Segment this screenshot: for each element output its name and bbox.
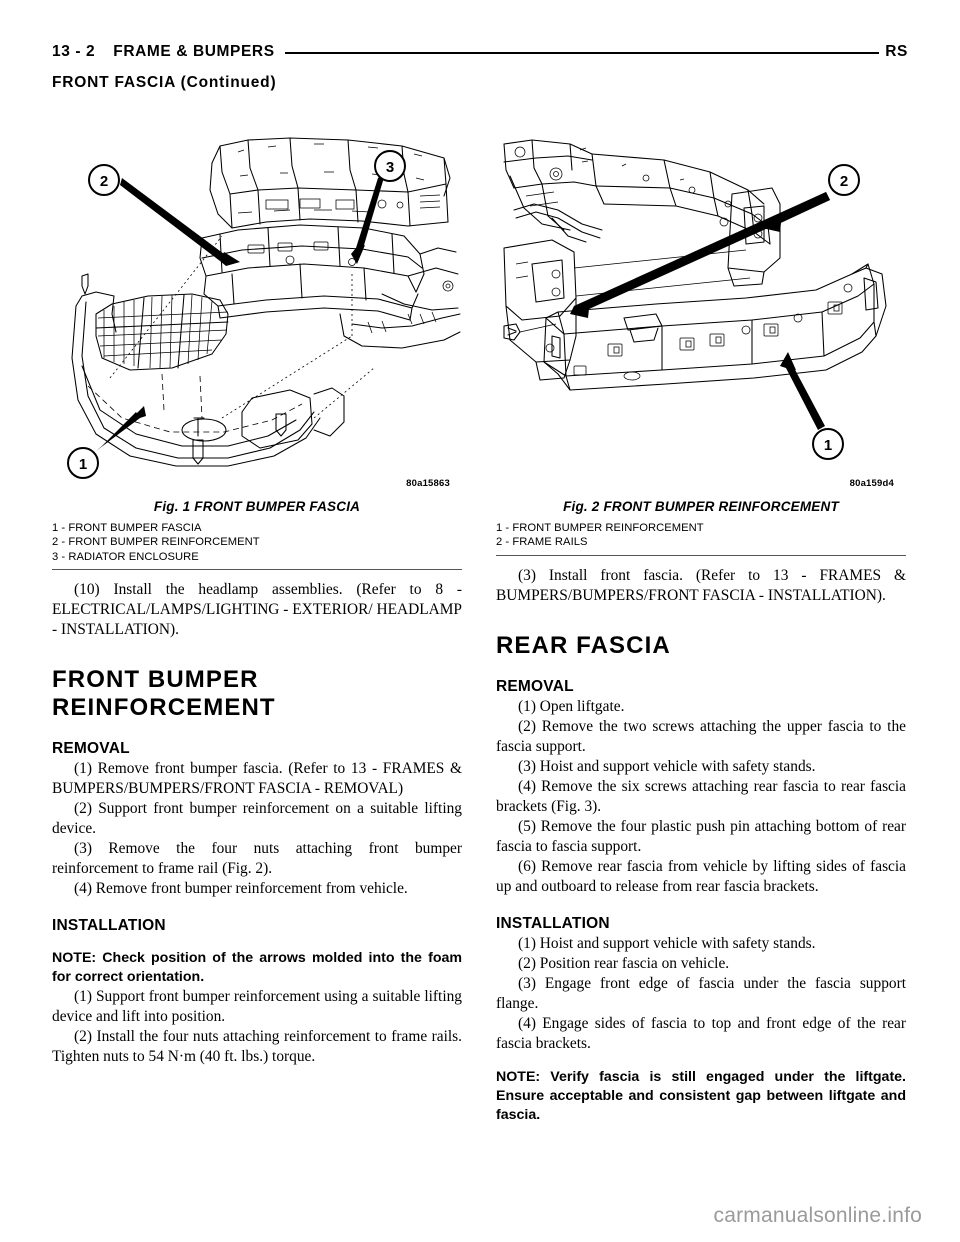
figure-1-legend: 1 - FRONT BUMPER FASCIA 2 - FRONT BUMPER… xyxy=(52,521,462,564)
figure-2-callout-1: 1 xyxy=(824,437,832,454)
figure-2: 2 1 80a159d4 Fig. 2 FRONT BUMPER REINFOR… xyxy=(496,118,906,556)
right-installation-step: (1) Hoist and support vehicle with safet… xyxy=(518,934,816,952)
right-continued-step: (3) Install front fascia. (Refer to 13 -… xyxy=(496,566,906,604)
legend-item: 2 - FRAME RAILS xyxy=(496,536,588,549)
right-column: 2 1 80a159d4 Fig. 2 FRONT BUMPER REINFOR… xyxy=(496,118,906,1124)
front-bumper-reinforcement-heading: FRONT BUMPER REINFORCEMENT xyxy=(52,666,276,721)
figure-1-legend-rule xyxy=(52,568,462,570)
left-removal-step: (1) Remove front bumper fascia. (Refer t… xyxy=(52,759,462,797)
header-rule xyxy=(284,52,880,54)
left-continued-step: (10) Install the headlamp assemblies. (R… xyxy=(52,580,462,639)
left-installation-step: (1) Support front bumper reinforcement u… xyxy=(52,987,462,1025)
right-installation-step: (4) Engage sides of fascia to top and fr… xyxy=(496,1014,906,1052)
page-header: 13 - 2 FRAME & BUMPERS RS xyxy=(52,40,908,64)
figure-1: 3 2 1 80a15863 Fig. 1 FRONT BUMPER FASCI… xyxy=(52,118,462,570)
left-installation-heading: INSTALLATION xyxy=(52,916,166,934)
page-folio: 13 - 2 xyxy=(52,43,96,60)
figure-2-legend-rule xyxy=(496,554,906,556)
figure-2-art-id: 80a159d4 xyxy=(849,478,894,489)
site-watermark: carmanualsonline.info xyxy=(713,1204,922,1227)
legend-item: 1 - FRONT BUMPER REINFORCEMENT xyxy=(496,522,704,534)
continued-subject: FRONT FASCIA (Continued) xyxy=(52,74,277,91)
manual-code: RS xyxy=(885,43,908,60)
right-removal-heading: REMOVAL xyxy=(496,677,574,695)
figure-1-callout-3: 3 xyxy=(386,159,394,176)
figure-1-callout-1: 1 xyxy=(79,456,87,473)
left-installation-step: (2) Install the four nuts attaching rein… xyxy=(52,1027,462,1065)
left-column: 3 2 1 80a15863 Fig. 1 FRONT BUMPER FASCI… xyxy=(52,118,462,1067)
figure-2-artwork: 2 1 80a159d4 xyxy=(496,118,906,493)
figure-1-callout-2: 2 xyxy=(100,173,108,190)
legend-item: 2 - FRONT BUMPER REINFORCEMENT xyxy=(52,536,260,549)
right-installation-step: (3) Engage front edge of fascia under th… xyxy=(496,974,906,1012)
legend-item: 1 - FRONT BUMPER FASCIA xyxy=(52,522,202,534)
legend-item: 3 - RADIATOR ENCLOSURE xyxy=(52,550,199,563)
left-removal-step: (4) Remove front bumper reinforcement fr… xyxy=(74,879,408,897)
left-removal-step: (3) Remove the four nuts attaching front… xyxy=(52,839,462,877)
figure-2-callout-2: 2 xyxy=(840,173,848,190)
figure-1-artwork: 3 2 1 80a15863 xyxy=(52,118,462,493)
right-removal-step: (6) Remove rear fascia from vehicle by l… xyxy=(496,857,906,895)
section-title: FRAME & BUMPERS xyxy=(113,43,275,60)
right-removal-step: (4) Remove the six screws attaching rear… xyxy=(496,777,906,815)
figure-2-legend: 1 - FRONT BUMPER REINFORCEMENT 2 - FRAME… xyxy=(496,521,906,550)
right-removal-step: (3) Hoist and support vehicle with safet… xyxy=(518,757,816,775)
rear-fascia-heading: REAR FASCIA xyxy=(496,631,671,659)
right-removal-step: (2) Remove the two screws attaching the … xyxy=(496,717,906,755)
right-installation-note: NOTE: Verify fascia is still engaged und… xyxy=(496,1068,906,1123)
right-removal-step: (5) Remove the four plastic push pin att… xyxy=(496,817,906,855)
right-removal-step: (1) Open liftgate. xyxy=(518,697,625,715)
left-removal-step: (2) Support front bumper reinforcement o… xyxy=(52,799,462,837)
right-installation-step: (2) Position rear fascia on vehicle. xyxy=(518,954,730,972)
figure-2-caption: Fig. 2 FRONT BUMPER REINFORCEMENT xyxy=(563,499,839,514)
left-installation-note: NOTE: Check position of the arrows molde… xyxy=(52,949,462,985)
figure-1-caption: Fig. 1 FRONT BUMPER FASCIA xyxy=(153,499,361,514)
left-removal-heading: REMOVAL xyxy=(52,739,130,757)
figure-1-art-id: 80a15863 xyxy=(406,478,450,489)
right-installation-heading: INSTALLATION xyxy=(496,914,610,932)
